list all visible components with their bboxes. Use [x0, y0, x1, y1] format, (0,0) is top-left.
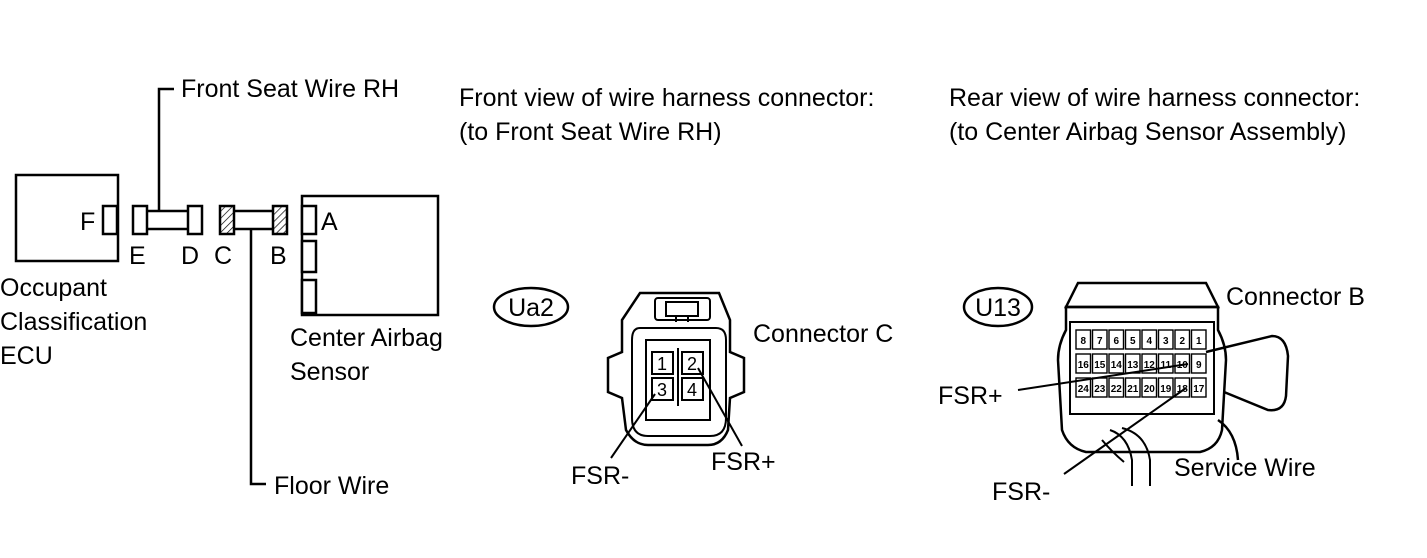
- connector-b-pin-21: 21: [1127, 384, 1139, 395]
- connector-b-pin-4: 4: [1146, 336, 1152, 347]
- connector-c-fsr-plus: FSR+: [711, 448, 776, 476]
- connector-a-label: A: [321, 208, 338, 236]
- ecu-label-line2: Classification: [0, 308, 147, 336]
- connector-b-pin-3: 3: [1163, 336, 1169, 347]
- connector-b-pin-5: 5: [1130, 336, 1136, 347]
- connector-f-shape: [101, 204, 119, 236]
- connector-b-pin-cell: [1157, 329, 1174, 350]
- connector-b-label: B: [270, 242, 287, 270]
- rear-view-title-line1: Rear view of wire harness connector:: [949, 84, 1360, 112]
- connector-b-pin-cell: [1091, 329, 1108, 350]
- connector-d-label: D: [181, 242, 199, 270]
- connector-b-pin-14: 14: [1111, 360, 1123, 371]
- connector-c-shape: [218, 204, 236, 236]
- rear-view-title-line2: (to Center Airbag Sensor Assembly): [949, 118, 1346, 146]
- connector-b-pin-cell: [1141, 353, 1158, 374]
- connector-b-pin-19: 19: [1160, 384, 1172, 395]
- connector-a-shape: [300, 204, 318, 236]
- airbag-sensor-label-line1: Center Airbag: [290, 324, 443, 352]
- connector-f-label: F: [80, 208, 95, 236]
- front-seat-wire-label: Front Seat Wire RH: [181, 75, 399, 103]
- connector-b-pin-cell: [1141, 377, 1158, 398]
- connector-b-housing: [1063, 281, 1221, 309]
- connector-c-pin-1: 1: [657, 354, 667, 374]
- fsr-plus-leader-c: [697, 367, 743, 447]
- connector-b-pin-24: 24: [1078, 384, 1090, 395]
- ua2-code-badge: [492, 286, 570, 328]
- connector-b-pin-cell: [1075, 329, 1092, 350]
- connector-b-pin-12: 12: [1144, 360, 1156, 371]
- connector-b-pin-17: 17: [1193, 384, 1205, 395]
- ua2-code-text: Ua2: [508, 294, 554, 322]
- connector-c-label: Connector C: [753, 320, 893, 348]
- connector-e-label: E: [129, 242, 146, 270]
- connector-b-pin-cell: [1124, 329, 1141, 350]
- rear-view-section: Rear view of wire harness connector: (to…: [938, 84, 1365, 506]
- connector-c-fsr-minus: FSR-: [571, 462, 629, 490]
- center-airbag-sensor-box: [300, 194, 440, 317]
- service-wire-label: Service Wire: [1174, 454, 1316, 482]
- connector-b-pin-22: 22: [1111, 384, 1123, 395]
- connector-b-pin-8: 8: [1080, 336, 1086, 347]
- front-view-section: Front view of wire harness connector: (t…: [459, 84, 893, 490]
- connector-b-pin-cell: [1124, 377, 1141, 398]
- connector-b-shape: [271, 204, 289, 236]
- harness-schematic: F E D Front Seat Wire RH C B Floor Wire: [0, 75, 443, 500]
- connector-c-pin-3: 3: [657, 380, 667, 400]
- connector-b-pin-1: 1: [1196, 336, 1202, 347]
- connector-c-pin-4: 4: [687, 380, 697, 400]
- connector-b-pin-cell: [1108, 377, 1125, 398]
- connector-b-pin-16: 16: [1078, 360, 1090, 371]
- connector-b-pin-13: 13: [1127, 360, 1139, 371]
- connector-b-pin-7: 7: [1097, 336, 1103, 347]
- connector-b-pin-cell: [1075, 353, 1092, 374]
- front-seat-wire-leader: [157, 87, 174, 211]
- connector-b-pin-cell: [1174, 353, 1191, 374]
- connector-b-pin-23: 23: [1094, 384, 1106, 395]
- connector-b-pin-cell: [1190, 377, 1207, 398]
- ecu-label-line3: ECU: [0, 342, 53, 370]
- sensor-connector-2: [300, 239, 318, 274]
- connector-b-pin-cell: [1108, 353, 1125, 374]
- connector-b-pin-2: 2: [1179, 336, 1185, 347]
- connector-b-label: Connector B: [1226, 283, 1365, 311]
- fsr-minus-leader-c: [610, 393, 656, 459]
- floor-wire-leader: [249, 229, 266, 486]
- connector-b-pin-cell: [1141, 329, 1158, 350]
- front-view-title-line1: Front view of wire harness connector:: [459, 84, 874, 112]
- connector-e-shape: [131, 204, 149, 236]
- connector-c-label: C: [214, 242, 232, 270]
- connector-c-pin-2: 2: [687, 354, 697, 374]
- connector-b-fsr-minus: FSR-: [992, 478, 1050, 506]
- connector-b-pin-6: 6: [1113, 336, 1119, 347]
- connector-b-fsr-plus: FSR+: [938, 382, 1003, 410]
- connector-d-shape: [186, 204, 204, 236]
- floor-wire-label: Floor Wire: [274, 472, 389, 500]
- connector-b-pin-cell: [1091, 353, 1108, 374]
- connector-b-pin-9: 9: [1196, 360, 1202, 371]
- connector-b-pin-20: 20: [1144, 384, 1156, 395]
- connector-b-pin-11: 11: [1160, 360, 1171, 371]
- airbag-sensor-label-line2: Sensor: [290, 358, 369, 386]
- fsr-minus-leader-b: [1063, 387, 1187, 475]
- service-wire-loop: [1205, 334, 1290, 412]
- u13-code-badge: [962, 286, 1034, 328]
- connector-b-pin-cell: [1075, 377, 1092, 398]
- connector-b-pin-cell: [1157, 377, 1174, 398]
- connector-b-pin-cell: [1190, 329, 1207, 350]
- front-view-title-line2: (to Front Seat Wire RH): [459, 118, 722, 146]
- connector-c-housing: [606, 291, 746, 447]
- connector-b-pin-cell: [1190, 353, 1207, 374]
- sensor-connector-3: [300, 278, 318, 315]
- fsr-plus-leader-b: [1017, 363, 1189, 391]
- connector-b-pin-cell: [1108, 329, 1125, 350]
- connector-b-pin-cell: [1174, 329, 1191, 350]
- occupant-classification-ecu-box: [14, 173, 120, 263]
- u13-code-text: U13: [975, 294, 1021, 322]
- connector-b-pin-15: 15: [1094, 360, 1106, 371]
- ecu-label-line1: Occupant: [0, 274, 107, 302]
